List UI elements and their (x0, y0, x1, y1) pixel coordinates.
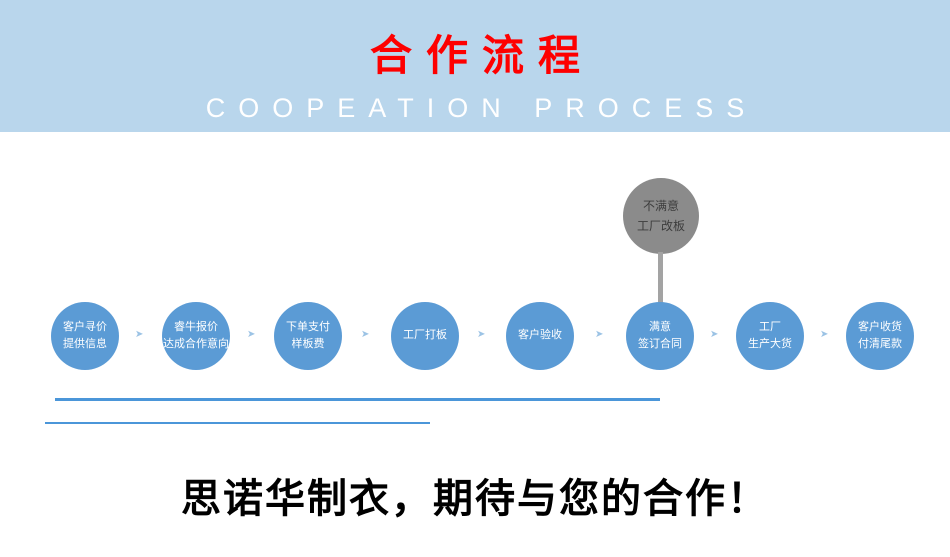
flow-step-order: 下单支付 样板费 (274, 302, 342, 370)
flow-step-contract: 满意 签订合同 (626, 302, 694, 370)
flow-step-label: 下单支付 (286, 320, 330, 333)
flow-step-label: 工厂打板 (403, 329, 447, 342)
flow-step-label: 客户寻价 (63, 320, 107, 333)
arrow-right-icon: ➤ (710, 329, 719, 340)
flow-step-delivery: 客户收货 付清尾款 (846, 302, 914, 370)
flow-step-inquiry: 客户寻价 提供信息 (51, 302, 119, 370)
arrow-right-icon: ➤ (477, 329, 486, 340)
flow-step-label: 客户收货 (858, 320, 902, 333)
slogan-text: 思诺华制衣，期待与您的合作！ (181, 477, 769, 521)
banner-title: 合作流程 (369, 32, 594, 79)
divider-line-long (55, 398, 660, 401)
arrow-right-icon: ➤ (820, 329, 829, 340)
flow-step-sample: 工厂打板 (391, 302, 459, 370)
flow-step-quote: 睿牛报价 达成合作意向 (162, 302, 230, 370)
divider-line-short (45, 422, 430, 424)
flow-step-label: 睿牛报价 (174, 320, 218, 333)
flow-step-label: 客户验收 (518, 329, 562, 342)
arrow-right-icon: ➤ (135, 329, 144, 340)
flow-step-label: 达成合作意向 (163, 338, 229, 350)
banner-subtitle: COOPEATION PROCESS (205, 93, 758, 123)
reject-node-label: 工厂改板 (636, 219, 685, 233)
flow-step-label: 生产大货 (748, 338, 792, 350)
reject-node: 不满意 工厂改板 (623, 178, 699, 254)
arrow-right-icon: ➤ (247, 329, 256, 340)
flow-step-label: 签订合同 (638, 338, 682, 350)
flow-step-label: 工厂 (759, 320, 781, 333)
flow-step-label: 提供信息 (63, 338, 107, 350)
arrow-right-icon: ➤ (595, 329, 604, 340)
flow-step-inspect: 客户验收 (506, 302, 574, 370)
flow-step-production: 工厂 生产大货 (736, 302, 804, 370)
reject-connector-line (658, 252, 663, 304)
flow-step-label: 付清尾款 (858, 338, 902, 350)
flow-step-label: 样板费 (291, 338, 325, 350)
flow-step-label: 满意 (649, 320, 671, 333)
banner: 合作流程 COOPEATION PROCESS (0, 0, 950, 132)
arrow-right-icon: ➤ (361, 329, 370, 340)
reject-node-label: 不满意 (642, 198, 679, 213)
